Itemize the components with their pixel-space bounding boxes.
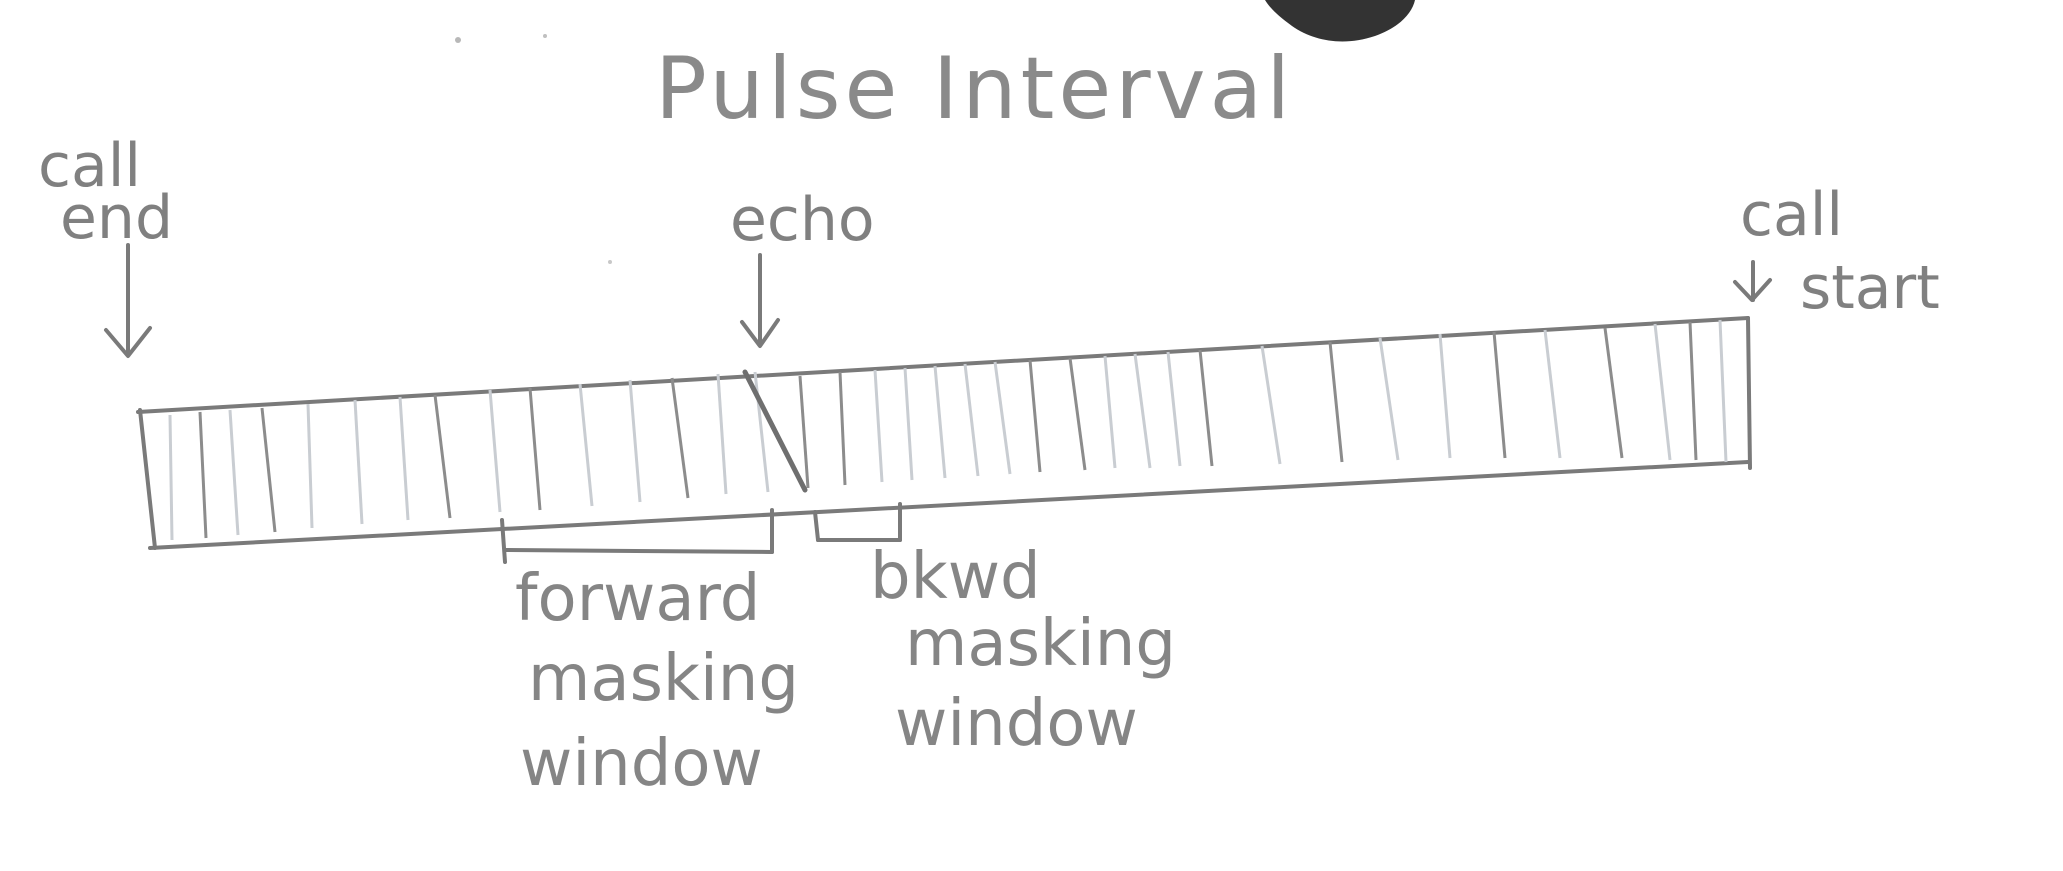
call-start-arrow: [1733, 260, 1772, 302]
echo-label: echo: [730, 185, 875, 255]
forward-window-bracket: [500, 508, 774, 564]
backward-window-label-1: bkwd: [870, 540, 1041, 614]
call-start-label-2: start: [1800, 253, 1940, 323]
backward-window-bracket: [813, 502, 902, 542]
diagram-title: Pulse Interval: [655, 39, 1294, 139]
echo-mark: [742, 369, 808, 493]
call-end-label-2: end: [60, 183, 173, 253]
backward-window-label-2: masking: [905, 607, 1176, 681]
backward-window-label-3: window: [895, 687, 1138, 761]
forward-window-label-1: forward: [515, 562, 760, 636]
forward-window-label-3: window: [520, 727, 763, 801]
paper-speck: [543, 34, 547, 38]
ink-blot: [1265, 0, 1415, 42]
call-start-label: call: [1740, 180, 1843, 250]
paper-speck: [455, 37, 461, 43]
pulse-interval-strip: [136, 316, 1752, 550]
strip-ticks: [168, 319, 1728, 541]
echo-arrow: [740, 253, 780, 348]
paper-speck: [608, 260, 612, 264]
call-end-label: call: [38, 131, 141, 201]
call-end-arrow: [104, 243, 152, 358]
forward-window-label-2: masking: [528, 642, 799, 716]
